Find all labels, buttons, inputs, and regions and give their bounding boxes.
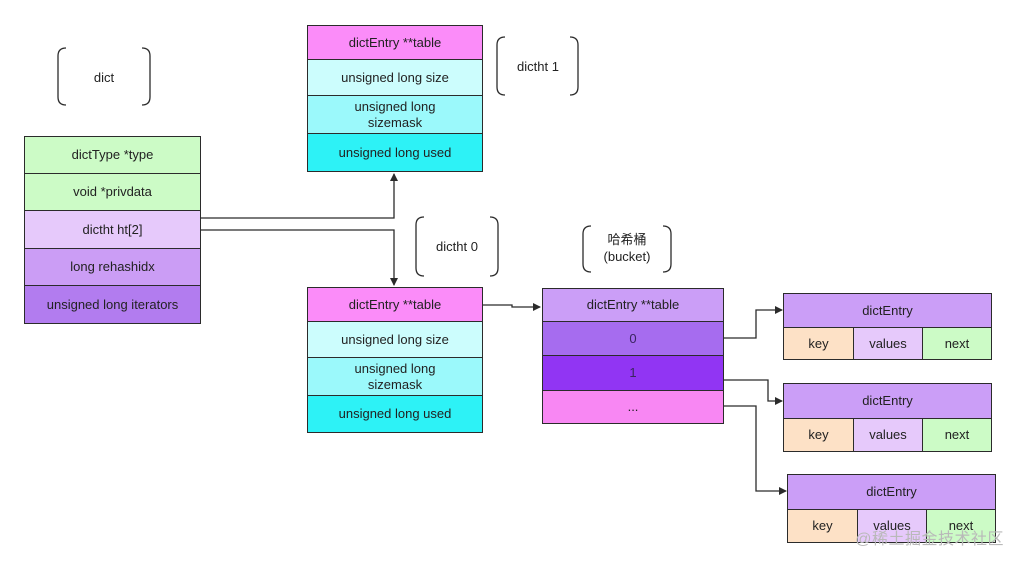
arrow-bucket1-to-entry2 xyxy=(723,379,783,405)
dict-entry-values: values xyxy=(853,327,923,360)
brackets xyxy=(57,36,672,277)
bucket-slot-1: 1 xyxy=(542,355,724,391)
watermark: @稀土掘金技术社区 xyxy=(855,531,1004,548)
dict-entry-key: key xyxy=(783,327,854,360)
dict-entry-key: key xyxy=(783,418,854,452)
dict-entry-title: dictEntry xyxy=(787,474,996,510)
dictht0-field-size: unsigned long size xyxy=(307,321,483,358)
arrow-table-to-bucket xyxy=(483,303,541,311)
dictht1-label: dictht 1 xyxy=(517,58,559,74)
arrow-ht-to-dictht0 xyxy=(200,229,398,286)
dict-entry-next: next xyxy=(926,509,996,543)
dict-entry-title: dictEntry xyxy=(783,383,992,419)
dict-entry-values: values xyxy=(853,418,923,452)
bucket-label: 哈希桶 (bucket) xyxy=(603,232,651,264)
dictht0-field-sizemask: unsigned long sizemask xyxy=(307,357,483,396)
dictht1-field-size: unsigned long size xyxy=(307,59,483,96)
dictht1-field-table: dictEntry **table xyxy=(307,25,483,60)
dictht1-field-used: unsigned long used xyxy=(307,133,483,172)
dict-entry-next: next xyxy=(922,327,992,360)
arrow-bucket-more-to-entry3 xyxy=(723,405,787,495)
dict-field-privdata: void *privdata xyxy=(24,173,201,211)
bucket-field-table: dictEntry **table xyxy=(542,288,724,322)
arrow-bucket0-to-entry1 xyxy=(723,306,783,339)
dictht0-field-used: unsigned long used xyxy=(307,395,483,433)
dictht0-label: dictht 0 xyxy=(436,238,478,254)
bucket-slot-0: 0 xyxy=(542,321,724,356)
bucket-slot-more: ... xyxy=(542,390,724,424)
dict-field-ht: dictht ht[2] xyxy=(24,210,201,249)
dict-entry-title: dictEntry xyxy=(783,293,992,328)
dict-field-rehashidx: long rehashidx xyxy=(24,248,201,286)
dictht0-field-table: dictEntry **table xyxy=(307,287,483,322)
dict-entry-key: key xyxy=(787,509,858,543)
dict-field-type: dictType *type xyxy=(24,136,201,174)
dict-label: dict xyxy=(93,69,115,85)
arrow-ht-to-dictht1 xyxy=(200,173,398,219)
dictht1-field-sizemask: unsigned long sizemask xyxy=(307,95,483,134)
dict-entry-values: values xyxy=(857,509,927,543)
dict-entry-next: next xyxy=(922,418,992,452)
dict-field-iterators: unsigned long iterators xyxy=(24,285,201,324)
